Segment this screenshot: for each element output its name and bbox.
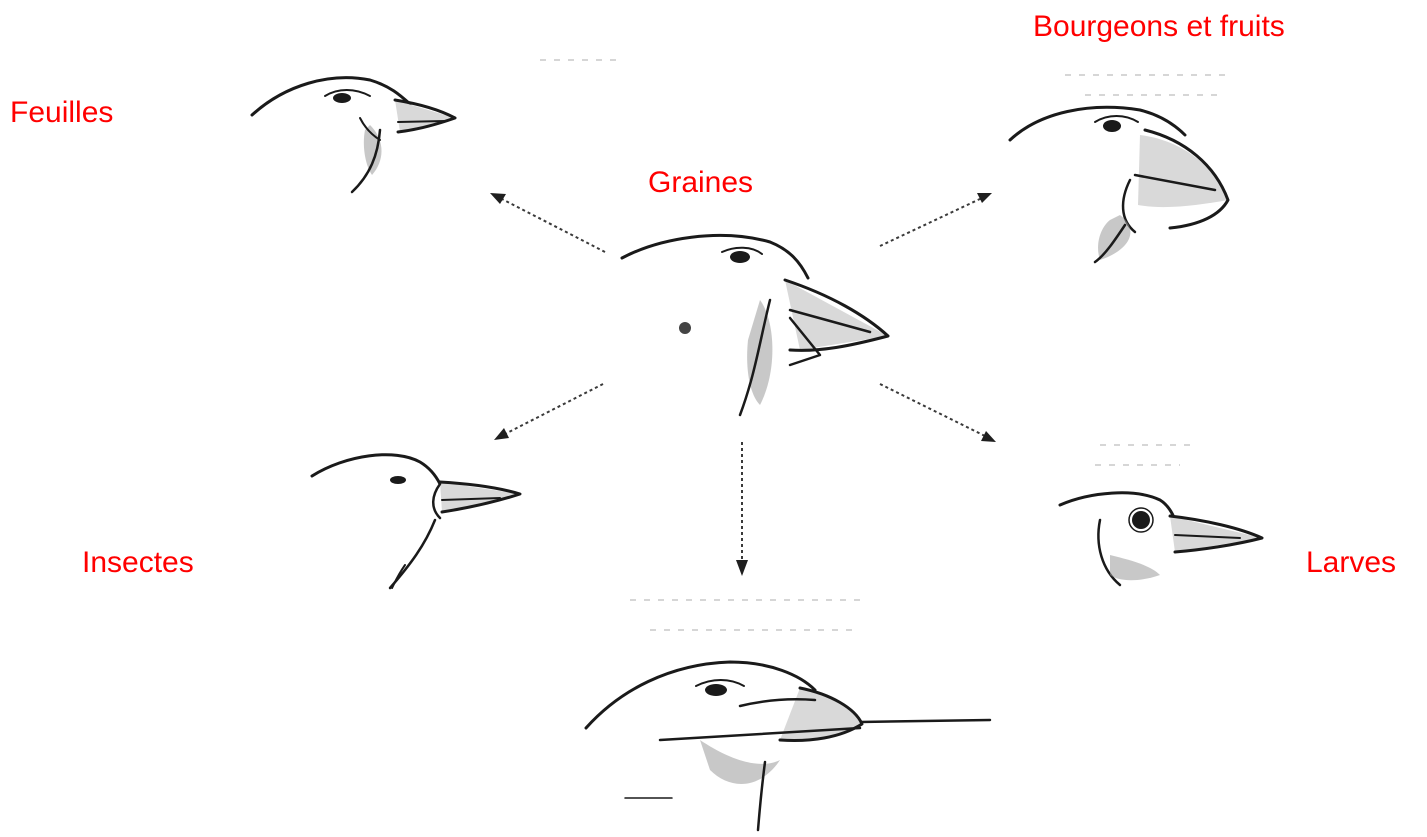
faint-traces [540, 60, 1230, 630]
arrow-to-bottom [736, 442, 748, 576]
arrow-to-feuilles [490, 193, 605, 252]
finch-head-bourgeons-icon [1010, 107, 1228, 262]
arrow-to-bourgeons [880, 193, 992, 246]
finch-head-bottom-icon [586, 662, 990, 830]
finch-head-graines-icon [622, 235, 888, 415]
finch-head-feuilles-icon [252, 78, 455, 192]
label-bourgeons: Bourgeons et fruits [1033, 12, 1285, 42]
label-feuilles: Feuilles [10, 98, 113, 128]
arrow-to-insectes [494, 384, 603, 440]
finch-head-insectes-icon [312, 455, 520, 588]
label-insectes: Insectes [82, 548, 194, 578]
arrow-to-larves [880, 384, 996, 442]
label-graines: Graines [648, 168, 753, 198]
finch-head-larves-icon [1060, 493, 1262, 585]
label-larves: Larves [1306, 548, 1396, 578]
